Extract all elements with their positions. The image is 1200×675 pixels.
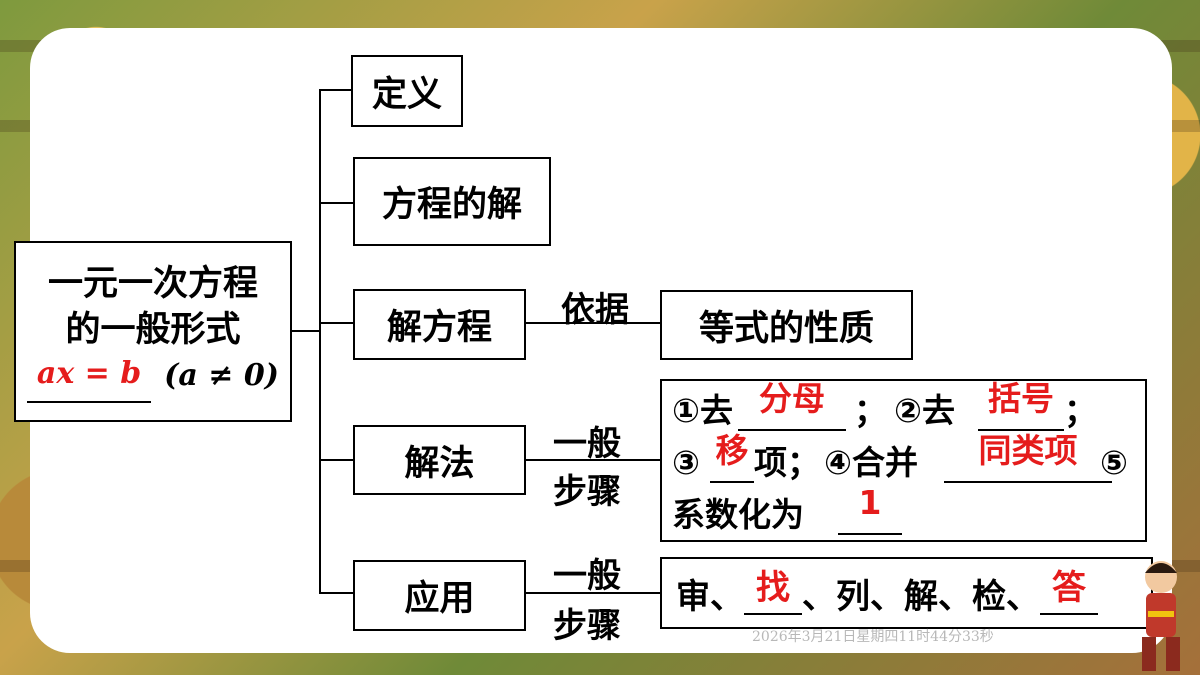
connector-app	[319, 592, 354, 594]
branch-application: 应用	[353, 560, 526, 631]
connector-solve	[319, 322, 354, 324]
solving-steps-box: ①去 分母 ； ②去 括号 ； ③ 移 项； ④合并 同类项 ⑤ 系数化为 1	[660, 379, 1147, 542]
application-steps-box: 审、 找 、列、解、检、 答	[660, 557, 1153, 629]
branch-application-label: 应用	[404, 579, 475, 619]
date-watermark: 2026年3月21日星期四11时44分33秒	[752, 629, 994, 645]
app-step-a3: 、列、解、检、	[802, 576, 1040, 617]
steps-row-1: ①去 分母 ； ②去 括号 ；	[672, 379, 1135, 437]
connector-def	[319, 89, 352, 91]
formula-answer: ax = b	[36, 355, 142, 391]
step2-sep: ；	[1064, 391, 1097, 430]
step2-blank: 括号	[978, 379, 1064, 431]
branch-definition-label: 定义	[371, 74, 442, 115]
step2-prefix: ②去	[894, 391, 955, 430]
connector-sol	[319, 202, 354, 204]
label-general-bottom-2: 步骤	[553, 606, 621, 646]
app-step-a1: 审、	[676, 576, 744, 617]
branch-definition: 定义	[351, 55, 463, 127]
steps-row-3: 系数化为 1	[672, 483, 1135, 541]
label-general-bottom: 步骤	[553, 472, 621, 512]
formula-condition: (a ≠ 0)	[164, 357, 279, 393]
step4-prefix: ④合并	[824, 443, 918, 482]
equality-property-label: 等式的性质	[698, 308, 874, 349]
main-topic-line2: 的一般形式	[65, 309, 241, 350]
step1-prefix: ①去	[672, 391, 733, 430]
app-step-a4: 答	[1052, 568, 1086, 608]
step5-prefix: ⑤	[1100, 443, 1128, 482]
branch-solving: 解方程	[353, 289, 526, 360]
label-general-top: 一般	[553, 424, 621, 464]
step1-sep: ；	[854, 391, 887, 430]
step3-blank: 移	[710, 431, 754, 483]
step4-answer: 同类项	[978, 431, 1078, 470]
label-general-top-2: 一般	[553, 556, 621, 596]
label-basis: 依据	[561, 290, 629, 330]
app-step-blank-2: 答	[1040, 568, 1098, 615]
connector-trunk	[319, 89, 321, 593]
branch-method: 解法	[353, 425, 526, 495]
formula-blank: ax = b	[27, 356, 152, 403]
step1-blank: 分母	[738, 379, 846, 431]
branch-solution-label: 方程的解	[381, 185, 522, 225]
app-step-a2: 找	[756, 568, 790, 608]
main-topic-line1: 一元一次方程	[47, 263, 258, 304]
connector-method	[319, 459, 354, 461]
step3-suffix: 项；	[754, 443, 820, 482]
connector-app-steps	[526, 592, 661, 594]
step5-answer: 1	[858, 483, 882, 522]
step5-blank: 1	[838, 483, 902, 535]
step2-answer: 括号	[988, 379, 1054, 418]
step1-answer: 分母	[759, 379, 825, 418]
main-topic-box: 一元一次方程 的一般形式 ax = b (a ≠ 0)	[14, 241, 292, 422]
connector-general-steps	[526, 459, 661, 461]
main-formula: ax = b (a ≠ 0)	[27, 353, 279, 403]
app-step-blank-1: 找	[744, 568, 802, 615]
connector-basis	[526, 322, 661, 324]
step4-blank: 同类项	[944, 431, 1112, 483]
branch-solving-label: 解方程	[386, 308, 492, 348]
step3-answer: 移	[715, 431, 749, 470]
branch-method-label: 解法	[404, 443, 475, 484]
cartoon-character-icon	[1142, 561, 1180, 671]
equality-property-box: 等式的性质	[660, 290, 913, 360]
branch-solution: 方程的解	[353, 157, 551, 246]
connector-main	[292, 330, 320, 332]
step3-prefix: ③	[672, 443, 700, 482]
step5-text: 系数化为	[672, 495, 804, 534]
steps-row-2: ③ 移 项； ④合并 同类项 ⑤	[672, 431, 1135, 489]
